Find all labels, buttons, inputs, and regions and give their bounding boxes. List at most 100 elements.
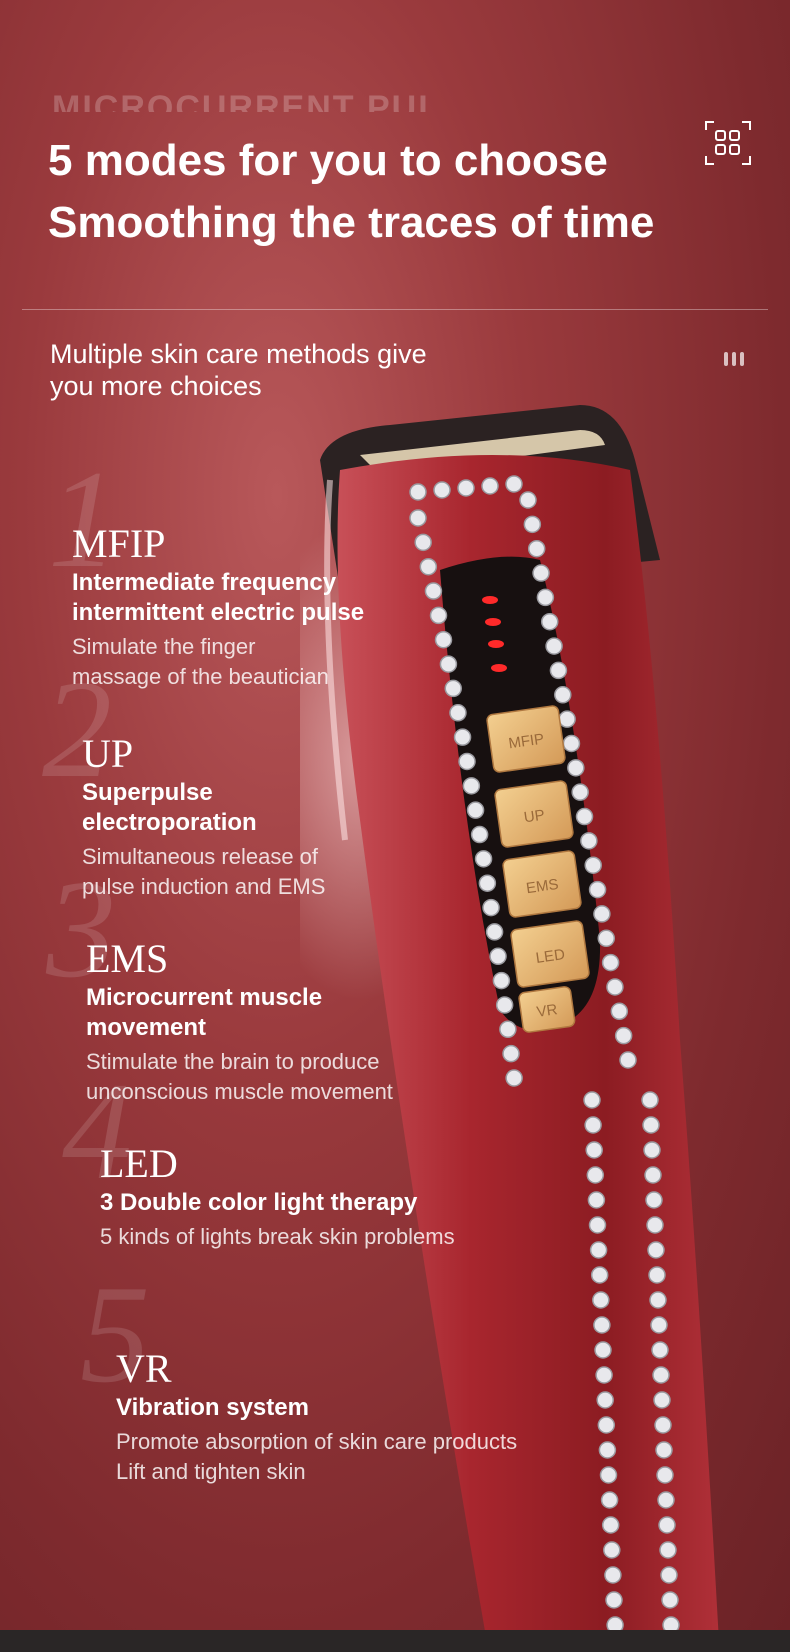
page-headline: 5 modes for you to choose Smoothing the … (48, 130, 654, 254)
mode-item: 3 EMS Microcurrent muscle movement Stimu… (46, 860, 393, 1107)
crystal-gem (495, 996, 514, 1014)
microcurrent-device-illustration: MFIP UP EMS LED VR (300, 405, 720, 1652)
pad-label: VR (536, 1001, 559, 1021)
mode-description-line-1: Simultaneous release of (82, 844, 319, 869)
mode-item: 1 MFIP Intermediate frequency intermitte… (48, 450, 364, 692)
crystal-gem (434, 630, 453, 649)
mode-name: VR (116, 1346, 172, 1391)
gold-electrode-pad: EMS (502, 850, 582, 918)
crystal-gem (588, 1216, 607, 1234)
crystal-gem (478, 874, 497, 892)
mode-description: 5 kinds of lights break skin problems (100, 1222, 455, 1252)
crystal-gem (462, 777, 481, 795)
crystal-gem (592, 1291, 610, 1309)
crystal-gem (549, 661, 568, 680)
mode-description-line-1: Promote absorption of skin care products (116, 1429, 518, 1454)
crystal-gem (661, 1591, 679, 1609)
crystal-gem (654, 1416, 672, 1434)
crystal-gem (545, 637, 563, 655)
crystal-gem (604, 1566, 622, 1584)
mode-title: Intermediate frequency intermittent elec… (72, 568, 364, 628)
crystal-gem (588, 880, 607, 899)
mode-description-line-1: Stimulate the brain to produce (86, 1049, 380, 1074)
crystal-gem (481, 477, 499, 495)
red-led-light (485, 618, 501, 626)
crystal-gem (527, 539, 546, 558)
crystal-gem (596, 1391, 614, 1409)
crystal-gem (657, 1491, 675, 1509)
subheading-line-2: you more choices (50, 371, 262, 401)
crystal-gem (597, 1416, 616, 1434)
mode-description-line-2: pulse induction and EMS (82, 874, 326, 899)
mode-number: 3 (46, 852, 116, 1007)
mode-title-line-1: Vibration system (116, 1394, 309, 1421)
mode-title-line-1: Microcurrent muscle (86, 984, 323, 1011)
crystal-gem (643, 1141, 661, 1159)
crystal-gem (599, 1466, 618, 1484)
crystal-gem (601, 953, 620, 972)
bottom-bar (0, 1630, 790, 1652)
crystal-gem (540, 612, 559, 631)
mode-name: UP (82, 731, 134, 776)
more-dots-icon[interactable] (724, 352, 744, 366)
headline-line-1: 5 modes for you to choose (48, 136, 608, 185)
mode-number: 4 (62, 1054, 132, 1209)
crystal-gem (470, 825, 489, 844)
background-watermark-text: MICROCURRENT PUL (52, 89, 441, 112)
crystal-gem (505, 475, 523, 493)
red-led-light (482, 596, 498, 604)
crystal-gem (532, 564, 550, 582)
mode-description-line-1: Simulate the finger (72, 634, 256, 659)
crystal-gem (583, 1091, 601, 1109)
pad-label: UP (523, 807, 546, 827)
headline-line-2: Smoothing the traces of time (48, 198, 655, 247)
crystal-gem (642, 1116, 660, 1134)
pad-label: LED (535, 946, 566, 967)
scan-icon[interactable] (704, 120, 752, 166)
crystal-gem (589, 1241, 608, 1259)
crystal-gem (433, 481, 451, 499)
crystal-gem (593, 905, 611, 923)
red-led-light (488, 640, 504, 648)
crystal-gem (656, 1466, 674, 1484)
crystal-gem (466, 801, 485, 819)
crystal-gem (458, 752, 476, 771)
crystal-gem (593, 1316, 611, 1334)
mode-title-line-2: intermittent electric pulse (72, 599, 365, 626)
mode-title-line-1: Intermediate frequency (72, 569, 337, 596)
crystal-gem (449, 704, 467, 722)
pad-label: EMS (525, 876, 560, 897)
mode-description-line-2: unconscious muscle movement (86, 1079, 393, 1104)
mode-description: Simultaneous release of pulse induction … (82, 842, 325, 902)
mode-title: Microcurrent muscle movement (86, 983, 393, 1043)
crystal-gem (519, 491, 537, 509)
gold-electrode-pad: LED (510, 920, 590, 988)
crystal-gem (505, 1069, 523, 1087)
mode-title-line-2: movement (86, 1014, 207, 1041)
crystal-gem (502, 1044, 520, 1063)
crystal-gem (414, 533, 432, 552)
crystal-gem (600, 1491, 619, 1509)
crystal-gem (650, 1316, 668, 1334)
crystal-gem (482, 898, 500, 917)
crystal-gem (594, 1341, 612, 1359)
crystal-gem (409, 483, 427, 501)
crystal-gem (523, 515, 542, 534)
crystal-gem (429, 606, 448, 625)
section-divider (22, 309, 768, 310)
crystal-gem (584, 1116, 602, 1134)
crystal-gem (485, 923, 504, 941)
crystal-gem (619, 1051, 637, 1069)
crystal-gem (644, 1166, 662, 1184)
crystal-gem (499, 1020, 517, 1039)
mode-name: LED (100, 1141, 178, 1186)
crystal-gem (606, 978, 624, 996)
red-led-light (491, 664, 507, 672)
mode-title-line-1: 3 Double color light therapy (100, 1189, 418, 1216)
crystal-gem (590, 1266, 609, 1284)
mode-title: 3 Double color light therapy (100, 1188, 455, 1218)
crystal-gem (641, 1091, 659, 1109)
pad-label: MFIP (507, 731, 545, 753)
crystal-gem (554, 686, 572, 704)
